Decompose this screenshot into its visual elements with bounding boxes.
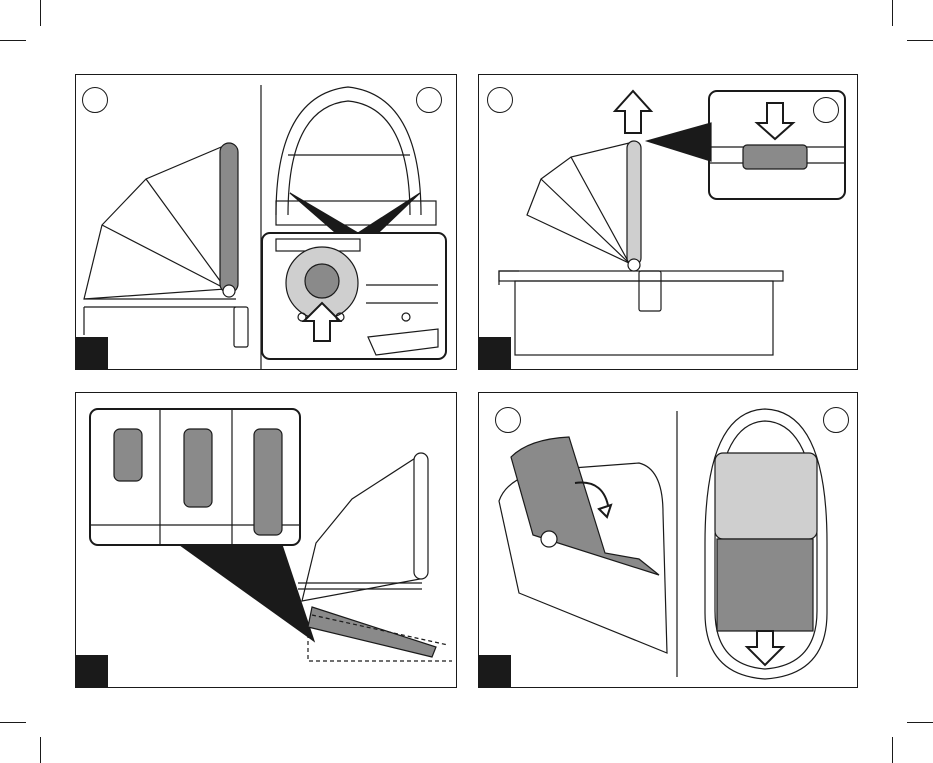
callout-circle xyxy=(82,87,108,113)
step-marker xyxy=(479,337,511,369)
crop-mark xyxy=(907,722,933,723)
step-marker xyxy=(76,337,108,369)
step-panel-4 xyxy=(478,392,858,688)
carrycot-hood-illustration xyxy=(76,75,457,370)
callout-circle xyxy=(416,87,442,113)
crop-mark xyxy=(40,0,41,26)
callout-circle xyxy=(823,407,849,433)
crop-mark xyxy=(40,737,41,763)
carrycot-release-illustration xyxy=(479,75,858,370)
step-marker xyxy=(479,655,511,687)
step-panel-2 xyxy=(478,74,858,370)
callout-circle xyxy=(813,97,839,123)
callout-circle xyxy=(495,407,521,433)
crop-mark xyxy=(907,40,933,41)
callout-circle xyxy=(487,87,513,113)
step-panel-3 xyxy=(75,392,457,688)
step-marker xyxy=(76,655,108,687)
recline-positions-illustration xyxy=(76,393,457,688)
crop-mark xyxy=(0,722,26,723)
crop-mark xyxy=(0,40,26,41)
crop-mark xyxy=(892,0,893,26)
crop-mark xyxy=(892,737,893,763)
step-panel-1 xyxy=(75,74,457,370)
mattress-removal-illustration xyxy=(479,393,858,688)
